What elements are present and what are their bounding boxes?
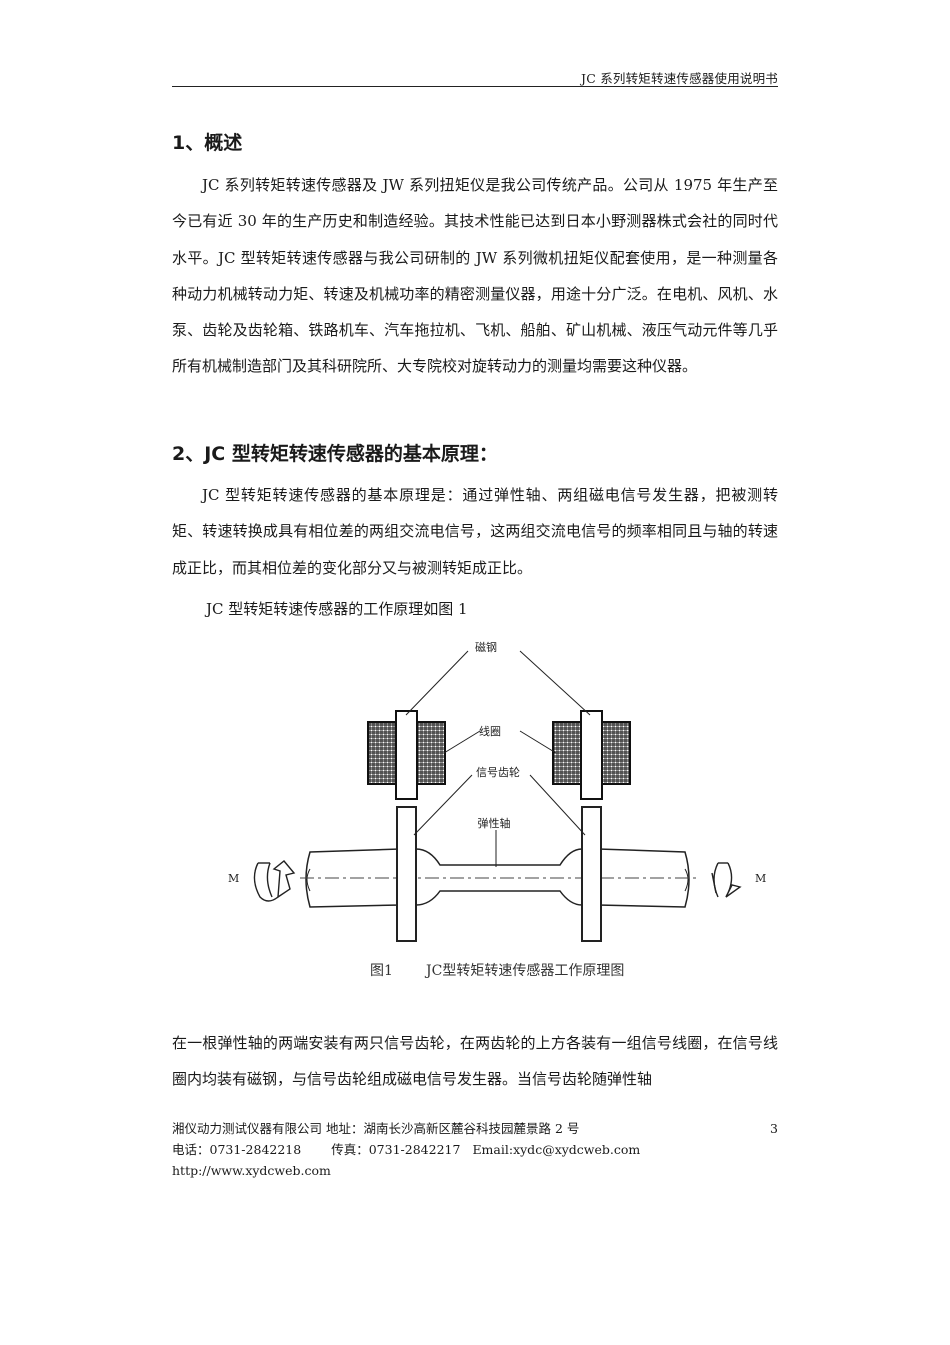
footer-company-address: 湘仪动力测试仪器有限公司 地址：湖南长沙高新区麓谷科技园麓景路 2 号 <box>172 1121 580 1136</box>
leader-lines <box>405 650 591 867</box>
footer-email-web: Email:xydc@xydcweb.com http://www.xydcwe… <box>172 1142 641 1178</box>
header-title: JC 系列转矩转速传感器使用说明书 <box>581 71 778 86</box>
section-1-heading: 1、概述 <box>172 132 243 154</box>
figure-caption-number: 图1 <box>370 963 393 979</box>
principle-diagram-svg: 磁钢 线圈 信号齿轮 弹性轴 M M 图1 JC型转矩转速传感器工作原理图 <box>228 641 766 979</box>
page-number: 3 <box>770 1121 778 1136</box>
principle-diagram: 磁钢 线圈 信号齿轮 弹性轴 M M 图1 JC型转矩转速传感器工作原理图 <box>220 635 780 985</box>
section-2-paragraph: JC 型转矩转速传感器的基本原理是：通过弹性轴、两组磁电信号发生器，把被测转矩、… <box>172 486 778 577</box>
footer-row-1: 湘仪动力测试仪器有限公司 地址：湖南长沙高新区麓谷科技园麓景路 2 号 3 <box>172 1118 778 1139</box>
elastic-shaft <box>415 848 583 906</box>
magnet-right <box>580 710 603 800</box>
figure-caption-text: JC型转矩转速传感器工作原理图 <box>424 962 624 979</box>
footer-fax: 传真：0731-2842217 <box>331 1142 461 1157</box>
magnet-left <box>395 710 418 800</box>
torque-arrow-left <box>253 860 296 902</box>
signal-gear-right <box>581 806 602 942</box>
label-elastic-shaft: 弹性轴 <box>478 816 511 830</box>
figure-reference: JC 型转矩转速传感器的工作原理如图 1 <box>206 600 468 618</box>
body-continuation: 在一根弹性轴的两端安装有两只信号齿轮，在两齿轮的上方各装有一组信号线圈，在信号线… <box>172 1034 778 1089</box>
section-2-heading: 2、JC 型转矩转速传感器的基本原理： <box>172 443 498 465</box>
label-torque-left: M <box>228 872 239 885</box>
label-signal-gear: 信号齿轮 <box>476 765 520 779</box>
section-1-paragraph: JC 系列转矩转速传感器及 JW 系列扭矩仪是我公司传统产品。公司从 1975 … <box>172 176 778 376</box>
label-torque-right: M <box>755 872 766 885</box>
torque-arrow-right <box>711 862 742 898</box>
page-header: JC 系列转矩转速传感器使用说明书 <box>172 58 778 87</box>
page-footer: 湘仪动力测试仪器有限公司 地址：湖南长沙高新区麓谷科技园麓景路 2 号 3 电话… <box>172 1118 778 1181</box>
label-coil: 线圈 <box>479 724 501 738</box>
label-magnet: 磁钢 <box>475 641 497 654</box>
coil-right <box>552 710 631 800</box>
footer-phone: 电话：0731-2842218 <box>172 1142 302 1157</box>
signal-gear-left <box>396 806 417 942</box>
coil-left <box>367 710 446 800</box>
